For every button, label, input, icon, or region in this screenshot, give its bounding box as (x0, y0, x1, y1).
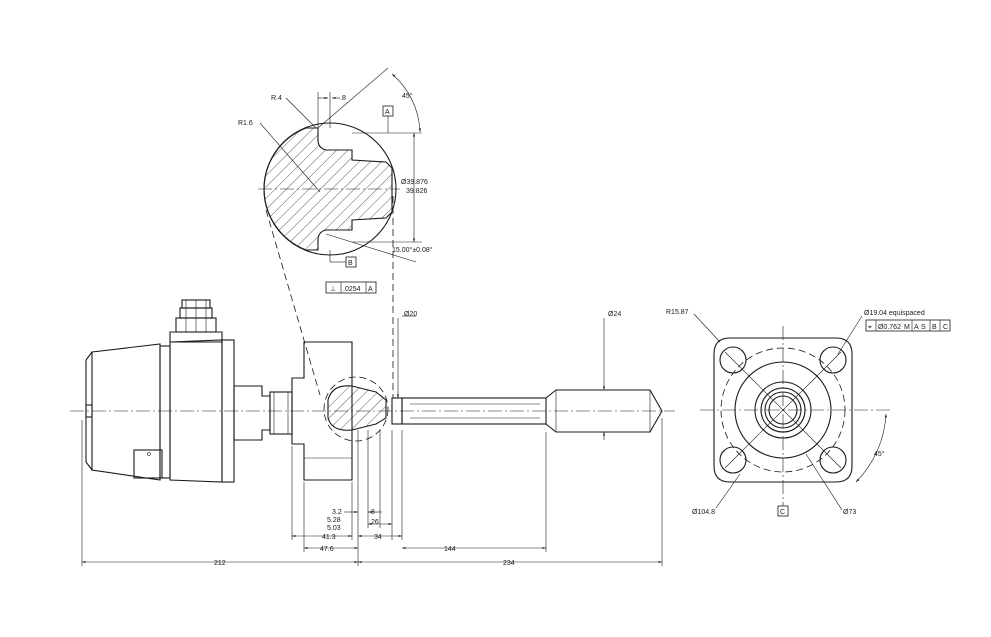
d-34-label: 34 (374, 534, 382, 541)
pos-a: A (914, 324, 919, 331)
dia104-label: Ø104.8 (692, 509, 715, 516)
perp-ref: A (368, 286, 373, 293)
dia24-label: Ø24 (608, 311, 621, 318)
datum-c-label: C (780, 509, 785, 516)
dia20-label: Ø20 (404, 311, 417, 318)
detail-view: A B ⊥ .0254 A R.4 .8 45° R1.6 Ø39.876 39… (238, 67, 433, 294)
d-47-6-label: 47.6 (320, 546, 334, 553)
pos-s: S (921, 324, 926, 331)
datum-b-label: B (348, 260, 353, 267)
r-top-label: R.4 (271, 95, 282, 102)
perp-tolerance: .0254 (343, 286, 361, 293)
d-144-label: 144 (444, 546, 456, 553)
dia-lower-label: 39.826 (406, 188, 428, 195)
gap-top-label: .8 (340, 95, 346, 102)
angle-top-label: 45° (402, 92, 413, 100)
datum-b-box (345, 256, 357, 268)
front-view: R15.87 Ø19.04 equispaced ⌖ Ø0.762 M A S … (666, 309, 951, 517)
angle-flange-label: 45° (874, 450, 885, 458)
perp-symbol: ⊥ (330, 286, 336, 293)
d-5-28-label: 5.28 (327, 517, 341, 524)
perpendicularity-frame (325, 281, 377, 294)
d-26-label: 26 (371, 519, 379, 526)
svg-text:o: o (147, 451, 151, 458)
d-212-label: 212 (214, 560, 226, 567)
dia-upper-label: Ø39.876 (401, 179, 428, 186)
datum-c-box (777, 505, 789, 517)
pos-tolerance: Ø0.762 (878, 324, 901, 331)
d-41-3-label: 41.3 (322, 534, 336, 541)
pos-b: B (932, 324, 937, 331)
d-5-03-label: 5.03 (327, 525, 341, 532)
holes-label: Ø19.04 equispaced (864, 310, 925, 317)
r-fillet-label: R1.6 (238, 120, 253, 127)
pos-symbol: ⌖ (868, 324, 872, 331)
position-frame (865, 319, 951, 332)
datum-a-label: A (385, 109, 390, 116)
pos-modifier: M (904, 324, 910, 331)
d-3-2-label: 3.2 (332, 509, 342, 516)
side-view: o Ø20 Ø24 (70, 299, 675, 567)
d-234-label: 234 (503, 560, 515, 567)
dia73-label: Ø73 (843, 509, 856, 516)
taper-label: 15.00°±0.08° (392, 246, 433, 254)
d-8-label: 8 (371, 509, 375, 516)
r-flange-label: R15.87 (666, 309, 689, 316)
pos-c: C (943, 324, 948, 331)
